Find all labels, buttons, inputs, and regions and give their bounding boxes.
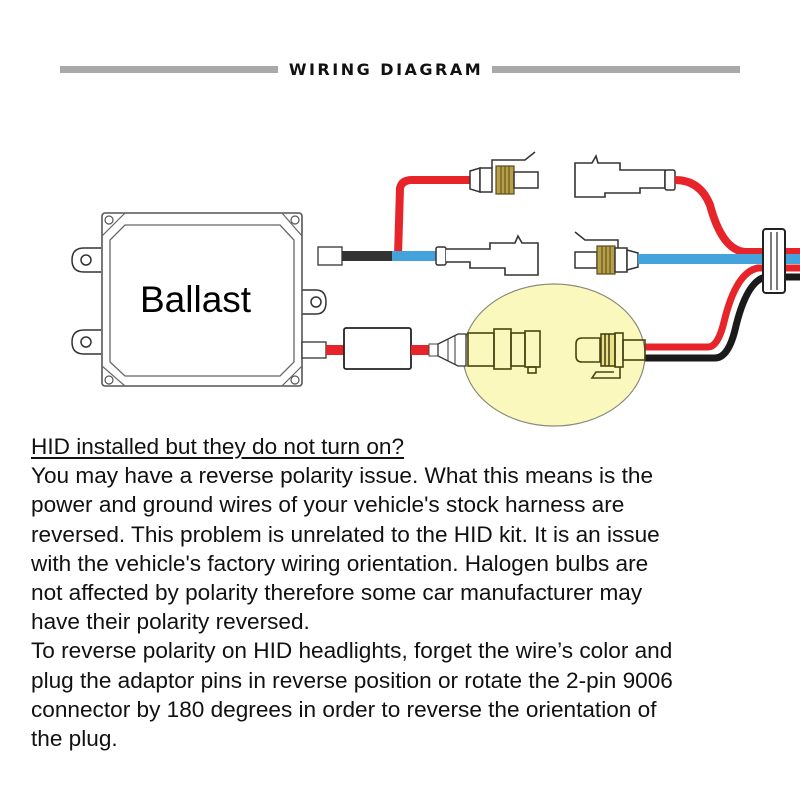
paragraph-line: have their polarity reversed. bbox=[31, 609, 310, 635]
paragraph-line: power and ground wires of your vehicle's… bbox=[31, 492, 625, 518]
connector-upper-left bbox=[469, 151, 539, 195]
red-wire-lower-right bbox=[645, 264, 800, 351]
question-heading: HID installed but they do not turn on? bbox=[31, 434, 405, 459]
paragraph-line: To reverse polarity on HID headlights, f… bbox=[31, 638, 673, 664]
paragraph-line: the plug. bbox=[31, 726, 118, 752]
red-wire-upper-right bbox=[674, 176, 800, 256]
header-rule-right bbox=[492, 66, 740, 73]
ballast-box bbox=[71, 212, 327, 387]
white-separator bbox=[645, 271, 800, 353]
wiring-diagram bbox=[71, 151, 800, 427]
red-wire-lower-left bbox=[326, 345, 346, 355]
paragraph-line: reversed. This problem is unrelated to t… bbox=[31, 521, 660, 547]
diagram-header: WIRING DIAGRAM bbox=[60, 58, 740, 82]
ballast-label: Ballast bbox=[140, 279, 252, 320]
red-wire-upper bbox=[394, 176, 470, 257]
connector-upper-right bbox=[574, 153, 676, 198]
blue-wire-right bbox=[638, 254, 800, 264]
paragraph-line: connector by 180 degrees in order to rev… bbox=[31, 696, 657, 722]
connector-lower-left bbox=[435, 234, 539, 276]
relay-module bbox=[343, 327, 412, 370]
wire-grommet bbox=[762, 228, 786, 294]
ballast-output-cable bbox=[317, 176, 470, 266]
paragraph-line: You may have a reverse polarity issue. W… bbox=[31, 463, 654, 489]
red-wire-lower-mid bbox=[411, 345, 429, 355]
black-wire-lower-right bbox=[645, 273, 800, 362]
highlight-ellipse bbox=[462, 283, 646, 427]
troubleshooting-text: HID installed but they do not turn on? Y… bbox=[31, 432, 781, 753]
paragraph-line: with the vehicle's factory wiring orient… bbox=[31, 550, 649, 576]
hid-bulb-connector bbox=[467, 328, 541, 374]
paragraph-line: plug the adaptor pins in reverse positio… bbox=[31, 667, 673, 693]
bulb-taper bbox=[437, 333, 467, 367]
paragraph-line: not affected by polarity therefore some … bbox=[31, 580, 643, 606]
blue-wire-left bbox=[392, 251, 438, 261]
black-sheath-wire bbox=[342, 251, 398, 261]
vehicle-harness-connector bbox=[575, 332, 646, 379]
header-rule-left bbox=[60, 66, 278, 73]
connector-lower-right bbox=[574, 231, 639, 275]
header-title: WIRING DIAGRAM bbox=[288, 60, 484, 79]
